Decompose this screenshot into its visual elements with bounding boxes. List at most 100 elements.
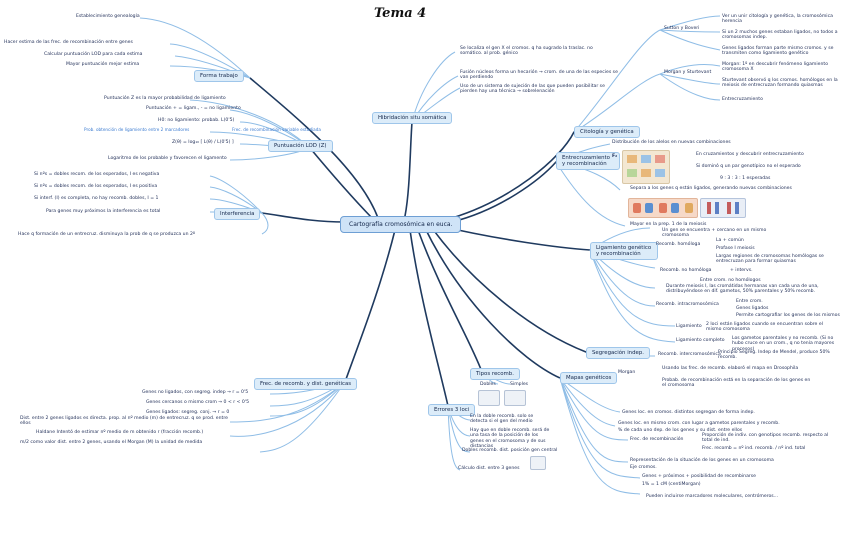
lod-item: Prob. obtención de ligamiento entre 2 ma… [84, 127, 190, 132]
forma-item: Hacer estima de las frec. de recombinaci… [4, 40, 133, 45]
mapas-item: Usando las frec. de recomb. elaboró el m… [662, 366, 799, 371]
frecdist-item: m/2 como valor dist. entre 2 genes, usan… [20, 440, 203, 445]
edge-hibridacion [404, 121, 413, 217]
forma-item: Mayor puntuación mejor estima [66, 62, 140, 67]
lod-item: Logaritmo de los probable y favorecen el… [108, 156, 227, 161]
main-branches [249, 77, 591, 407]
citol-item: Genes ligados forman parte mismo cromos.… [722, 46, 834, 57]
lig-item: Recomb. intracromosómica [656, 302, 719, 307]
entrec-item: Si dominó q un par genotípico no el espe… [696, 164, 801, 169]
tipos-item: Simples [510, 382, 529, 387]
errores-item: Hay que en doble recomb. será de una tas… [470, 428, 550, 449]
hibrid-item: Fusión núcleos forma un hecarión → crom.… [460, 70, 618, 81]
citol-item: Ver un unir citología y genética, la cro… [722, 14, 833, 25]
edge-entrecruz [451, 161, 557, 223]
lod-item: Puntuación Z es la mayor probabilidad de… [104, 96, 226, 101]
tipos-item: Dobles [480, 382, 496, 387]
chromosome-diagram-image [700, 198, 746, 218]
citol-item: Si un 2 muchos genes estaban ligados, no… [722, 30, 838, 41]
mapas-item: Frec. de recombinación [630, 437, 684, 442]
errores-item: Cálculo dist. entre 3 genes [458, 466, 520, 471]
lod-formula: Z(θ) = log₁₀ [ L(θ) / L(0'5) ] [172, 140, 234, 145]
entrec-item: 9 : 3 : 3 : 1 esperadas [720, 176, 771, 181]
central-topic: Cartografía cromosómica en euca. [340, 216, 462, 233]
lig-item: La + común [716, 238, 744, 243]
edge-puntuacion [309, 147, 373, 219]
lig-item: Profase I meiosis [716, 246, 755, 251]
edge-errores [409, 229, 449, 407]
mapas-item: Proporción de indiv. con genotipos recom… [702, 433, 829, 444]
node-puntuacion-lod: Puntuación LOD (Z) [268, 140, 333, 152]
entrec-item: Distribución de los alelos en nuevas com… [612, 140, 731, 145]
page-title: Tema 4 [374, 6, 427, 21]
entrec-item: En cruzamientos y descubrir entrecruzami… [696, 152, 804, 157]
node-frec-dist: Frec. de recomb. y dist. genéticas [254, 378, 358, 390]
node-mapas: Mapas genéticos [560, 372, 618, 384]
lig-item: Largas regiones de cromosomas homólogas … [716, 254, 824, 265]
mapas-item: Genes loc. en cromos. distintos segregan… [622, 410, 755, 415]
edge-frec-dist [344, 229, 396, 383]
frecdist-item: Dist. entre 2 genes ligados es directa. … [20, 416, 228, 427]
lig-item: Entre crom. no homólogos [700, 278, 761, 283]
lig-item: Recomb. homóloga [656, 242, 701, 247]
interf-item: Para genes muy próximos la interferencia… [46, 209, 161, 214]
interf-item: Hace q formación de un entrecruz. dismin… [18, 232, 196, 237]
node-interferencia: Interferencia [214, 208, 261, 220]
citol-item: Morgan: 1º en descubrir fenómeno ligamie… [722, 62, 829, 73]
three-genes-image [530, 456, 546, 470]
frecdist-item: Genes no ligados, con segreg. indep → r … [142, 390, 249, 395]
segreg-item: Recomb. intercromosómica [658, 352, 721, 357]
lod-item: Frec. de recombinación variable estudiad… [232, 127, 321, 132]
node-segregacion: Segregación indep. [586, 347, 650, 359]
mapas-item: Representación de la situación de los ge… [630, 458, 774, 463]
lod-item: Puntuación + = ligam., - = no ligamiento [146, 106, 241, 111]
edge-interferencia [261, 212, 346, 223]
lig-item: Recomb. no homóloga [660, 268, 712, 273]
mapas-item: % de cada uno dep. de los genes y su dis… [618, 428, 743, 433]
lig-item: Un gen se encuentra + cercano en un mism… [662, 228, 767, 239]
lig-item: Ligamiento completo [676, 338, 725, 343]
errores-item: Dobles recomb. dist. posición gen centra… [462, 448, 558, 453]
hibrid-item: Se localiza el gen X el cromos. q ha sug… [460, 46, 593, 57]
citol-item: Entrecruzamiento [722, 97, 763, 102]
mapas-item: Eje cromos. [630, 465, 657, 470]
entrec-item: F₂ [612, 154, 618, 159]
mapas-item: Morgan [618, 370, 636, 375]
frecdist-item: Genes cercanos o mismo crom → 0 < r < 0'… [146, 400, 250, 405]
citol-item: Sturtevant observó q los cromos. homólog… [722, 78, 838, 89]
errores-item: En la doble recomb. solo se detecta si e… [470, 414, 534, 425]
edge-tipos [417, 229, 483, 373]
edge-segregacion [431, 227, 587, 353]
entrec-item: Mayor en la prep. 1 de la meiosis [630, 222, 707, 227]
mapas-item: 1% = 1 cM (centiMorgan) [642, 482, 701, 487]
node-forma-trabajo: Forma trabajo [194, 70, 244, 82]
node-tipos-recomb: Tipos recomb. [470, 368, 520, 380]
lig-item: Durante meiosis I, las cromátidas herman… [666, 284, 819, 295]
node-hibridacion: Hibridación situ somática [372, 112, 453, 124]
citol-sub-sutton: Sutton y Boveri [664, 26, 700, 31]
lig-item: Genes ligados [736, 306, 769, 311]
double-crossover-image [478, 390, 500, 406]
mapas-item: Pueden incluirse marcadores moleculares,… [646, 494, 779, 499]
mapas-item: Genes + próximos + posibilidad de recomb… [642, 474, 757, 479]
lig-item: 2 loci están ligados cuando se encuentra… [706, 322, 823, 333]
frecdist-item: Haldane Intentó de estimar nº medio de m… [36, 430, 204, 435]
lig-item: Ligamiento [676, 324, 702, 329]
lig-item: + intervs. [730, 268, 753, 273]
node-errores: Errores 3 loci [428, 404, 476, 416]
citol-sub-morgan: Morgan y Sturtevant [664, 70, 712, 75]
mapas-item: Genes loc. en mismo crom. con lugar a ga… [618, 421, 780, 426]
interf-item: Si interf. (I) es completa, no hay recom… [34, 196, 159, 201]
crossing-over-image [628, 198, 698, 218]
lig-item: Entre crom. [736, 299, 763, 304]
interf-item: Si nºs = dobles recom. de los esperados,… [34, 172, 160, 177]
forma-item: Establecimiento genealogía [76, 14, 140, 19]
sub-branches [139, 15, 721, 495]
mapas-item: Probab. de recombinación está en la sepa… [662, 378, 811, 389]
single-crossover-image [504, 390, 526, 406]
node-citologia: Citología y genética [574, 126, 640, 138]
mapas-item: Frec. recomb = nº ind. recomb. / nº ind.… [702, 446, 806, 451]
lig-item: Permite cartografiar los genes de los mi… [736, 313, 840, 318]
frecdist-item: Genes ligados: segreg. conj. → r = 0 [146, 410, 230, 415]
